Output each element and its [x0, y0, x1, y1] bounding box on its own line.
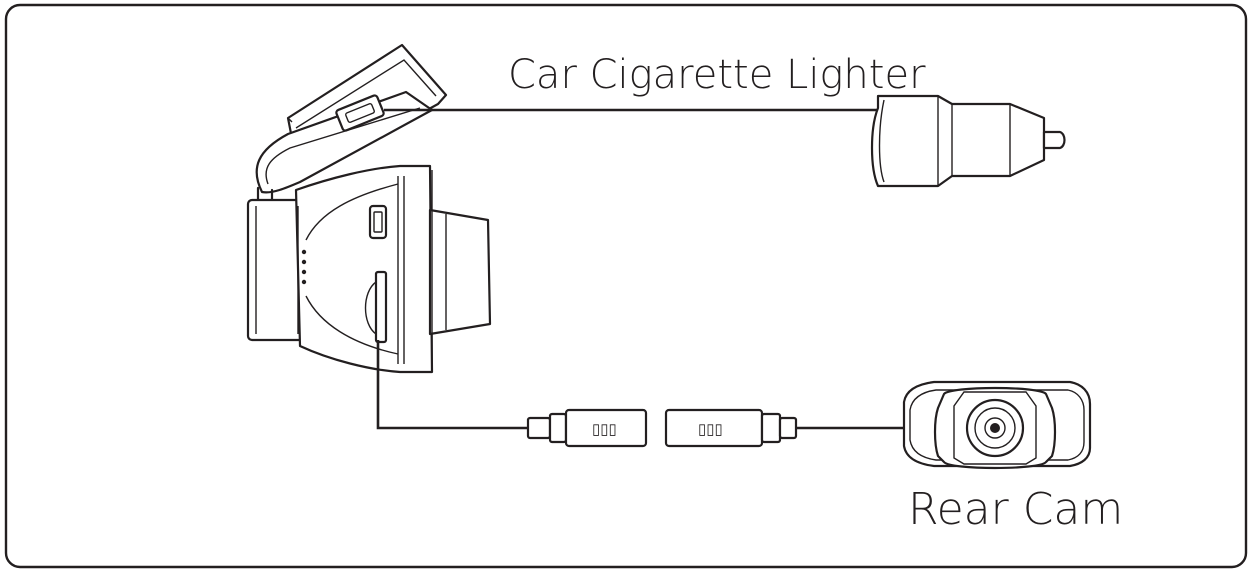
car-lighter-adapter	[870, 94, 1066, 188]
rear-cam-illustration	[902, 380, 1092, 470]
car-lighter-label: Car Cigarette Lighter	[508, 52, 926, 98]
connector-female: ▯▯▯	[664, 408, 798, 448]
card-slot	[374, 270, 388, 344]
rear-cam-cable	[376, 340, 528, 430]
dash-cam-illustration	[246, 43, 492, 374]
diagram-border	[4, 3, 1248, 569]
connector-male: ▯▯▯	[526, 408, 648, 448]
rear-cam-label: Rear Cam	[908, 484, 1123, 535]
connector-female-pins: ▯▯▯	[698, 420, 723, 438]
body-usb-port	[368, 204, 388, 240]
connector-male-pins: ▯▯▯	[592, 420, 617, 438]
